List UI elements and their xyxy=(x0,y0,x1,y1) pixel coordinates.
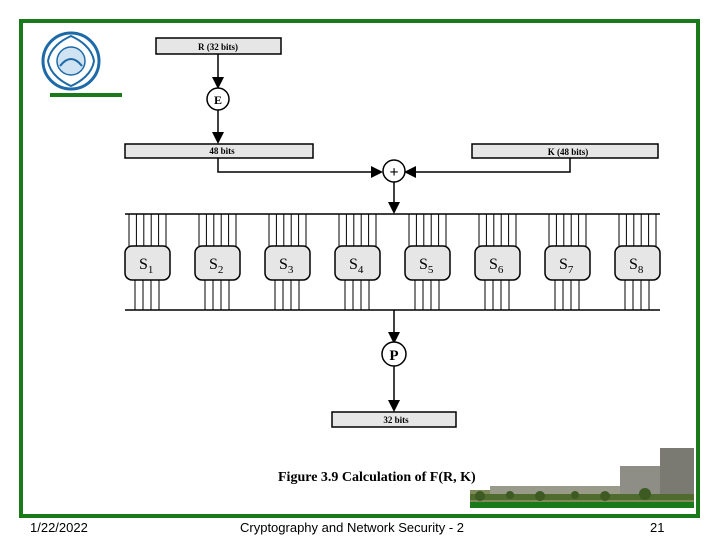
footer-page-number: 21 xyxy=(650,520,665,535)
sbox-6: S6 xyxy=(474,214,521,310)
xor-circle: + xyxy=(382,159,406,183)
sbox-3: S3 xyxy=(264,214,311,310)
output-32-box: 32 bits xyxy=(331,411,457,428)
sbox-label: S7 xyxy=(559,256,574,276)
sbox-body xyxy=(614,245,661,281)
sbox-index: 5 xyxy=(428,264,434,276)
sbox-label: S3 xyxy=(279,256,294,276)
sbox-body xyxy=(404,245,451,281)
sbox-index: 1 xyxy=(148,264,154,276)
sbox-2: S2 xyxy=(194,214,241,310)
university-logo xyxy=(41,31,101,91)
footer-date: 1/22/2022 xyxy=(30,520,88,535)
campus-photo xyxy=(470,448,694,508)
sbox-index: 3 xyxy=(288,264,294,276)
permutation-circle: P xyxy=(381,341,407,367)
sbox-body xyxy=(264,245,311,281)
permutation-label: P xyxy=(389,348,398,364)
sbox-label: S1 xyxy=(139,256,153,276)
input-r-box: R (32 bits) xyxy=(155,37,282,55)
sbox-8: S8 xyxy=(614,214,661,310)
sbox-body xyxy=(474,245,521,281)
sbox-label: S8 xyxy=(629,256,644,276)
sbox-letter: S xyxy=(139,256,148,273)
key-label: K (48 bits) xyxy=(548,147,589,157)
sbox-body xyxy=(544,245,591,281)
arrow-48-to-xor xyxy=(217,158,383,178)
sbox-letter: S xyxy=(629,256,638,273)
expansion-label: E xyxy=(214,93,222,107)
sbox-index: 7 xyxy=(568,264,574,276)
sbox-letter: S xyxy=(279,256,288,273)
sbox-label: S5 xyxy=(419,256,434,276)
expanded-label: 48 bits xyxy=(209,146,235,156)
sbox-index: 4 xyxy=(358,264,364,276)
sbox-label: S2 xyxy=(209,256,223,276)
sbox-index: 2 xyxy=(218,264,224,276)
input-r-label: R (32 bits) xyxy=(198,42,238,52)
sbox-index: 8 xyxy=(638,264,644,276)
sbox-letter: S xyxy=(489,256,498,273)
sbox-label: S6 xyxy=(489,256,504,276)
sbox-body xyxy=(334,245,381,281)
xor-label: + xyxy=(389,164,398,181)
expanded-48-box: 48 bits xyxy=(124,143,314,159)
logo-underline xyxy=(50,93,122,97)
sbox-4: S4 xyxy=(334,214,381,310)
sbox-5: S5 xyxy=(404,214,451,310)
sbox-letter: S xyxy=(419,256,428,273)
sbox-label: S4 xyxy=(349,256,364,276)
sbox-body xyxy=(124,245,171,281)
sbox-body xyxy=(194,245,241,281)
footer-title: Cryptography and Network Security - 2 xyxy=(240,520,464,535)
sbox-letter: S xyxy=(349,256,358,273)
figure-caption: Figure 3.9 Calculation of F(R, K) xyxy=(278,470,476,485)
sbox-letter: S xyxy=(209,256,218,273)
arrow-k-to-xor xyxy=(404,158,571,178)
expansion-circle: E xyxy=(206,87,230,111)
sbox-index: 6 xyxy=(498,264,504,276)
output-label: 32 bits xyxy=(383,415,409,425)
sbox-letter: S xyxy=(559,256,568,273)
sbox-1: S1 xyxy=(124,214,171,310)
sbox-7: S7 xyxy=(544,214,591,310)
key-box: K (48 bits) xyxy=(471,143,659,159)
slide-frame xyxy=(19,19,700,518)
